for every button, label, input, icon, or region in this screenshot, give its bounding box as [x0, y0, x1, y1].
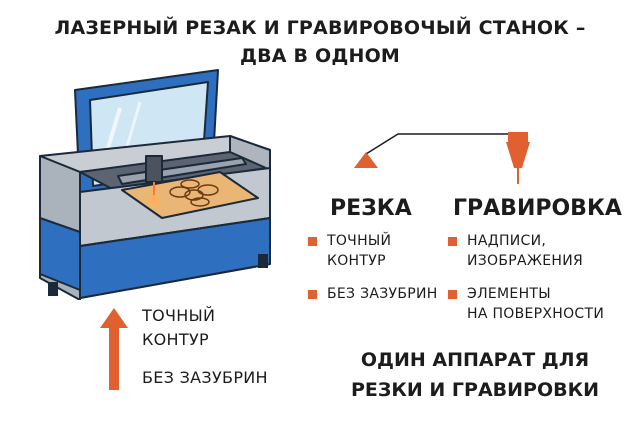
connector-diagram — [354, 132, 530, 184]
bullet-icon — [308, 237, 317, 246]
bullet-icon — [448, 290, 457, 299]
engraving-item-1: НАДПИСИ, ИЗОБРАЖЕНИЯ — [448, 231, 583, 271]
bullet-icon — [308, 290, 317, 299]
laser-machine-illustration — [39, 69, 271, 300]
bullet-icon — [448, 237, 457, 246]
conclusion-line-2: РЕЗКИ И ГРАВИРОВКИ — [350, 379, 600, 401]
cutting-tip-icon — [354, 152, 378, 168]
engraving-nozzle-icon — [506, 132, 530, 184]
cutting-item-2: БЕЗ ЗАЗУБРИН — [308, 284, 438, 304]
engraving-heading: ГРАВИРОВКА — [453, 196, 622, 221]
left-callout-line-3: БЕЗ ЗАЗУБРИН — [142, 368, 268, 387]
left-callout: ТОЧНЫЙ КОНТУР БЕЗ ЗАЗУБРИН — [142, 304, 268, 390]
conclusion: ОДИН АППАРАТ ДЛЯ РЕЗКИ И ГРАВИРОВКИ — [330, 345, 620, 405]
title-line-2: ДВА В ОДНОМ — [239, 45, 401, 67]
left-callout-line-2: КОНТУР — [142, 330, 209, 349]
engraving-item-2: ЭЛЕМЕНТЫ НА ПОВЕРХНОСТИ — [448, 284, 604, 324]
cutting-heading: РЕЗКА — [330, 196, 412, 221]
cutting-item-1: ТОЧНЫЙ КОНТУР — [308, 231, 391, 271]
page-title: ЛАЗЕРНЫЙ РЕЗАК И ГРАВИРОВОЧЫЙ СТАНОК – Д… — [0, 14, 640, 70]
up-arrow-icon — [100, 308, 128, 390]
conclusion-line-1: ОДИН АППАРАТ ДЛЯ — [360, 349, 590, 371]
left-callout-line-1: ТОЧНЫЙ — [142, 306, 216, 325]
title-line-1: ЛАЗЕРНЫЙ РЕЗАК И ГРАВИРОВОЧЫЙ СТАНОК – — [54, 17, 586, 39]
